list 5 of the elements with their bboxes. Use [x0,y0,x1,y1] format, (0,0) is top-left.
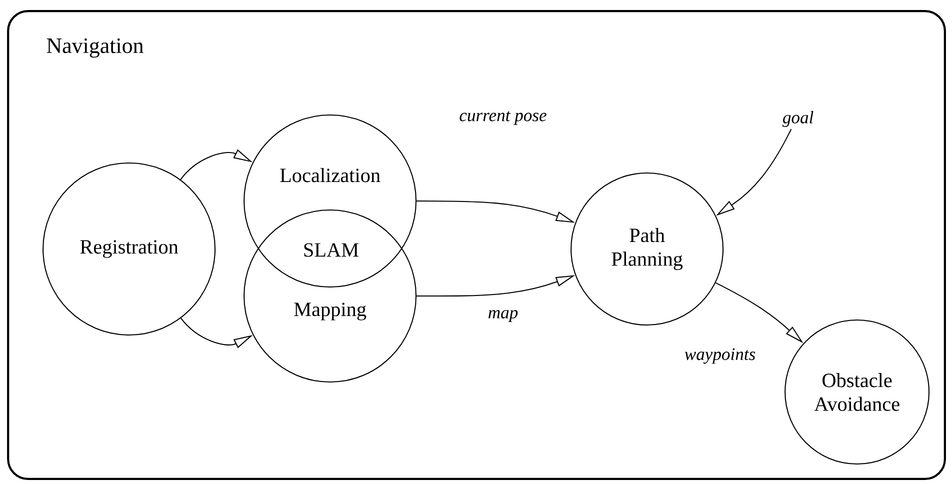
edge-label: current pose [457,109,549,127]
region-label: SLAM [304,243,358,257]
edge-label: map [486,308,520,324]
edge-label: waypoints [682,346,758,366]
input-label: goal [782,111,814,127]
